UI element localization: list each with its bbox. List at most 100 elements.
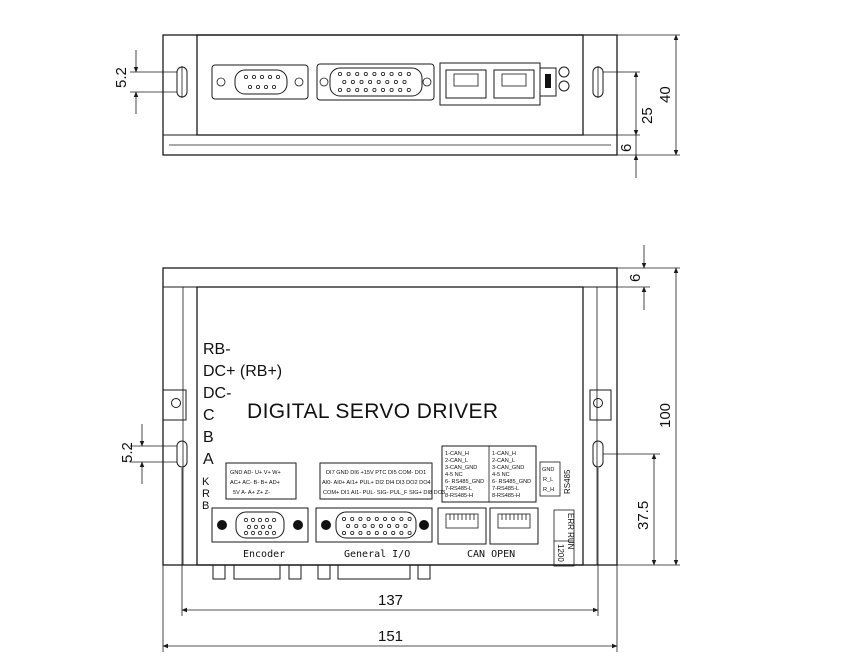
top-db9-connector <box>211 64 309 100</box>
can-right-pin-5: 6- RS485_GND <box>492 479 531 485</box>
top-db9-pins <box>243 75 280 90</box>
canopen-left-pinout: 1-CAN_H 2-CAN_L 3-CAN_GND 4-5 NC 6- RS48… <box>445 451 484 499</box>
top-view-flange <box>162 34 618 156</box>
connector-pin <box>337 88 342 93</box>
front-dim-width-inner: 137 <box>378 592 403 609</box>
connector-pin <box>368 80 373 85</box>
terminal-a: A <box>203 451 214 468</box>
front-dim-bottom: 137 151 <box>162 468 618 652</box>
connector-pin <box>395 524 400 529</box>
connector-pin <box>387 524 392 529</box>
connector-pin <box>380 72 385 77</box>
krb-r: R <box>202 488 210 500</box>
led-err-run-label: ERR RUN <box>566 513 575 550</box>
connector-pin <box>402 80 407 85</box>
connector-pin <box>355 72 360 77</box>
general-io-label: General I/O <box>344 549 410 560</box>
general-io-pin-row2: AI0- AI0+ AI1+ PUL+ DI2 DI4 DI3 DO2 DO4 <box>322 480 431 486</box>
can-left-pin-1: 1-CAN_H <box>445 451 469 457</box>
top-db26-connector <box>316 63 435 101</box>
connector-pin <box>341 531 346 536</box>
can-right-pin-7: 8-RS485-H <box>492 493 520 499</box>
terminal-c: C <box>203 407 215 424</box>
top-dim-base: 6 <box>618 144 635 152</box>
connector-pin <box>346 524 351 529</box>
front-dim-right: 6 100 37.5 <box>603 245 680 566</box>
connector-pin <box>389 88 394 93</box>
general-io-pin-row1: DI7 GND DI6 +15V PTC DI5 COM- DO1 <box>326 470 426 476</box>
front-dim-slot-label: 5.2 <box>119 442 136 463</box>
top-view: 5.2 40 25 6 <box>113 34 680 178</box>
front-dim-slot: 5.2 <box>119 424 177 484</box>
front-mount-slot-left <box>176 440 188 468</box>
connector-pin <box>350 80 355 85</box>
connector-pin <box>385 80 390 85</box>
connector-pin <box>366 531 371 536</box>
connector-pin <box>399 531 404 536</box>
connector-pin <box>398 72 403 77</box>
connector-pin <box>406 72 411 77</box>
connector-pin <box>382 517 387 522</box>
connector-pin <box>370 524 375 529</box>
connector-pin <box>346 72 351 77</box>
front-dim-width-outer: 151 <box>378 628 403 645</box>
encoder-pin-row3: 5V A- A+ Z+ Z- <box>233 490 270 496</box>
general-io-pin-row3: COM+ DI1 AI1- PUL- SIG- PUL_F SIG+ DI8 D… <box>323 490 445 496</box>
front-dim-height-mid: 37.5 <box>635 501 652 530</box>
can-left-pin-6: 7-RS485-L <box>445 486 472 492</box>
status-led-block: ERR RUN 1200 <box>553 509 575 567</box>
connector-pin <box>362 524 367 529</box>
connector-pin <box>341 517 346 522</box>
connector-pin <box>374 517 379 522</box>
front-view-body <box>196 286 584 566</box>
encoder-label: Encoder <box>243 549 285 560</box>
connector-pin <box>378 524 383 529</box>
rs485-item-rl: R_L <box>543 477 553 483</box>
can-right-pin-1: 1-CAN_H <box>492 451 516 457</box>
top-led-indicators <box>558 66 570 92</box>
connector-pin <box>382 531 387 536</box>
connector-pin <box>393 80 398 85</box>
canopen-right-pinout: 1-CAN_H 2-CAN_L 3-CAN_GND 4-5 NC 6- RS48… <box>492 451 531 499</box>
terminal-dc-minus: DC- <box>203 385 231 402</box>
top-view-body <box>196 34 584 136</box>
can-right-pin-3: 3-CAN_GND <box>492 465 524 471</box>
front-dim-top: 6 <box>627 274 644 282</box>
encoder-pins <box>243 517 277 536</box>
mount-slot-left <box>176 66 188 98</box>
top-dim-height-total: 40 <box>657 86 674 103</box>
top-dim-slot-label: 5.2 <box>113 67 130 88</box>
connector-pin <box>342 80 347 85</box>
connector-pin <box>407 531 412 536</box>
front-mount-hole-left <box>171 398 181 408</box>
connector-pin <box>350 531 355 536</box>
can-right-pin-2: 2-CAN_L <box>492 458 515 464</box>
connector-pin <box>407 517 412 522</box>
power-terminal-labels: RB- DC+ (RB+) DC- C B A <box>203 341 282 468</box>
can-left-pin-3: 3-CAN_GND <box>445 465 477 471</box>
connector-pin <box>337 72 342 77</box>
connector-pin <box>380 88 385 93</box>
can-left-pin-7: 8-RS485-H <box>445 493 473 499</box>
encoder-pin-row1: GND AD- U+ V+ W+ <box>230 470 281 476</box>
encoder-pin-row2: AC+ AC- B- B+ AD+ <box>230 480 280 486</box>
front-view: RB- DC+ (RB+) DC- C B A K R B DIGITAL SE… <box>119 245 680 652</box>
connector-pin <box>399 517 404 522</box>
front-mount-slot-right <box>592 440 604 468</box>
front-mount-hole-right <box>593 398 603 408</box>
connector-pin <box>350 517 355 522</box>
can-left-pin-4: 4-5 NC <box>445 472 463 478</box>
can-left-pin-5: 6- RS485_GND <box>445 479 484 485</box>
krb-k: K <box>202 476 210 488</box>
can-right-pin-4: 4-5 NC <box>492 472 510 478</box>
bottom-connector-stubs <box>212 564 431 580</box>
encoder-connector: GND AD- U+ V+ W+ AC+ AC- B- B+ AD+ 5V A-… <box>211 462 309 560</box>
connector-pin <box>355 88 360 93</box>
top-rj45-connectors <box>439 62 557 106</box>
mount-slot-right <box>592 66 604 98</box>
top-dim-right: 40 25 6 <box>603 34 680 178</box>
rs485-item-rh: R_H <box>543 487 554 493</box>
connector-pin <box>406 88 411 93</box>
connector-pin <box>359 80 364 85</box>
canopen-connector: 1-CAN_H 2-CAN_L 3-CAN_GND 4-5 NC 6- RS48… <box>437 445 539 560</box>
